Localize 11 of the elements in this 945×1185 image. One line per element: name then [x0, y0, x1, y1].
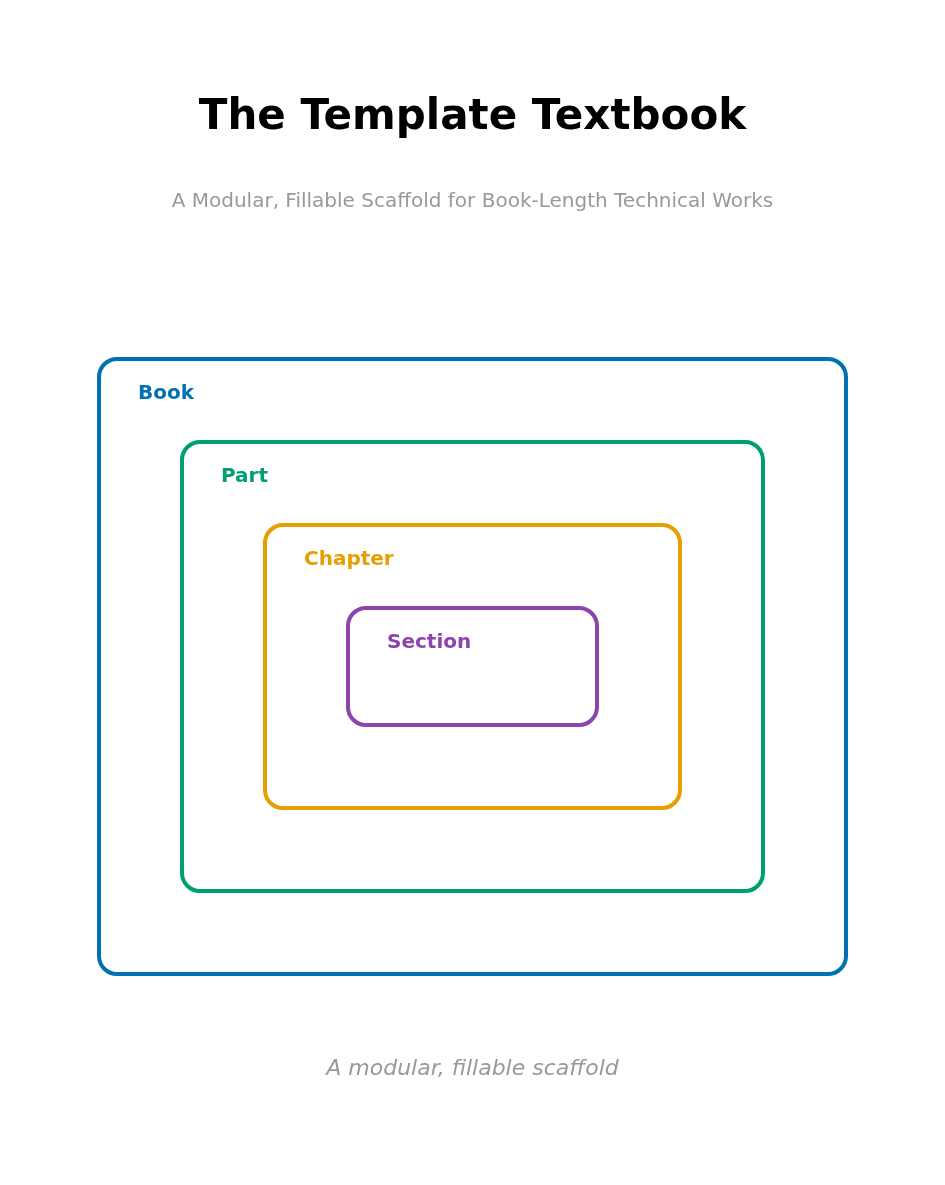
nested-frame: [346, 606, 599, 727]
diagram-title: The Template Textbook: [198, 89, 747, 141]
frame-label: Section: [387, 629, 472, 653]
frame-label: Part: [221, 463, 269, 487]
frame-label: Book: [138, 380, 195, 404]
nested-frame: [263, 523, 682, 810]
caption: A modular, fillable scaffold: [326, 1054, 619, 1082]
frame-label: Chapter: [304, 546, 394, 570]
nested-frame: [180, 440, 765, 893]
subtitle: A Modular, Fillable Scaffold for Book-Length Technical Works: [171, 187, 774, 213]
nested-frame: [97, 357, 848, 976]
